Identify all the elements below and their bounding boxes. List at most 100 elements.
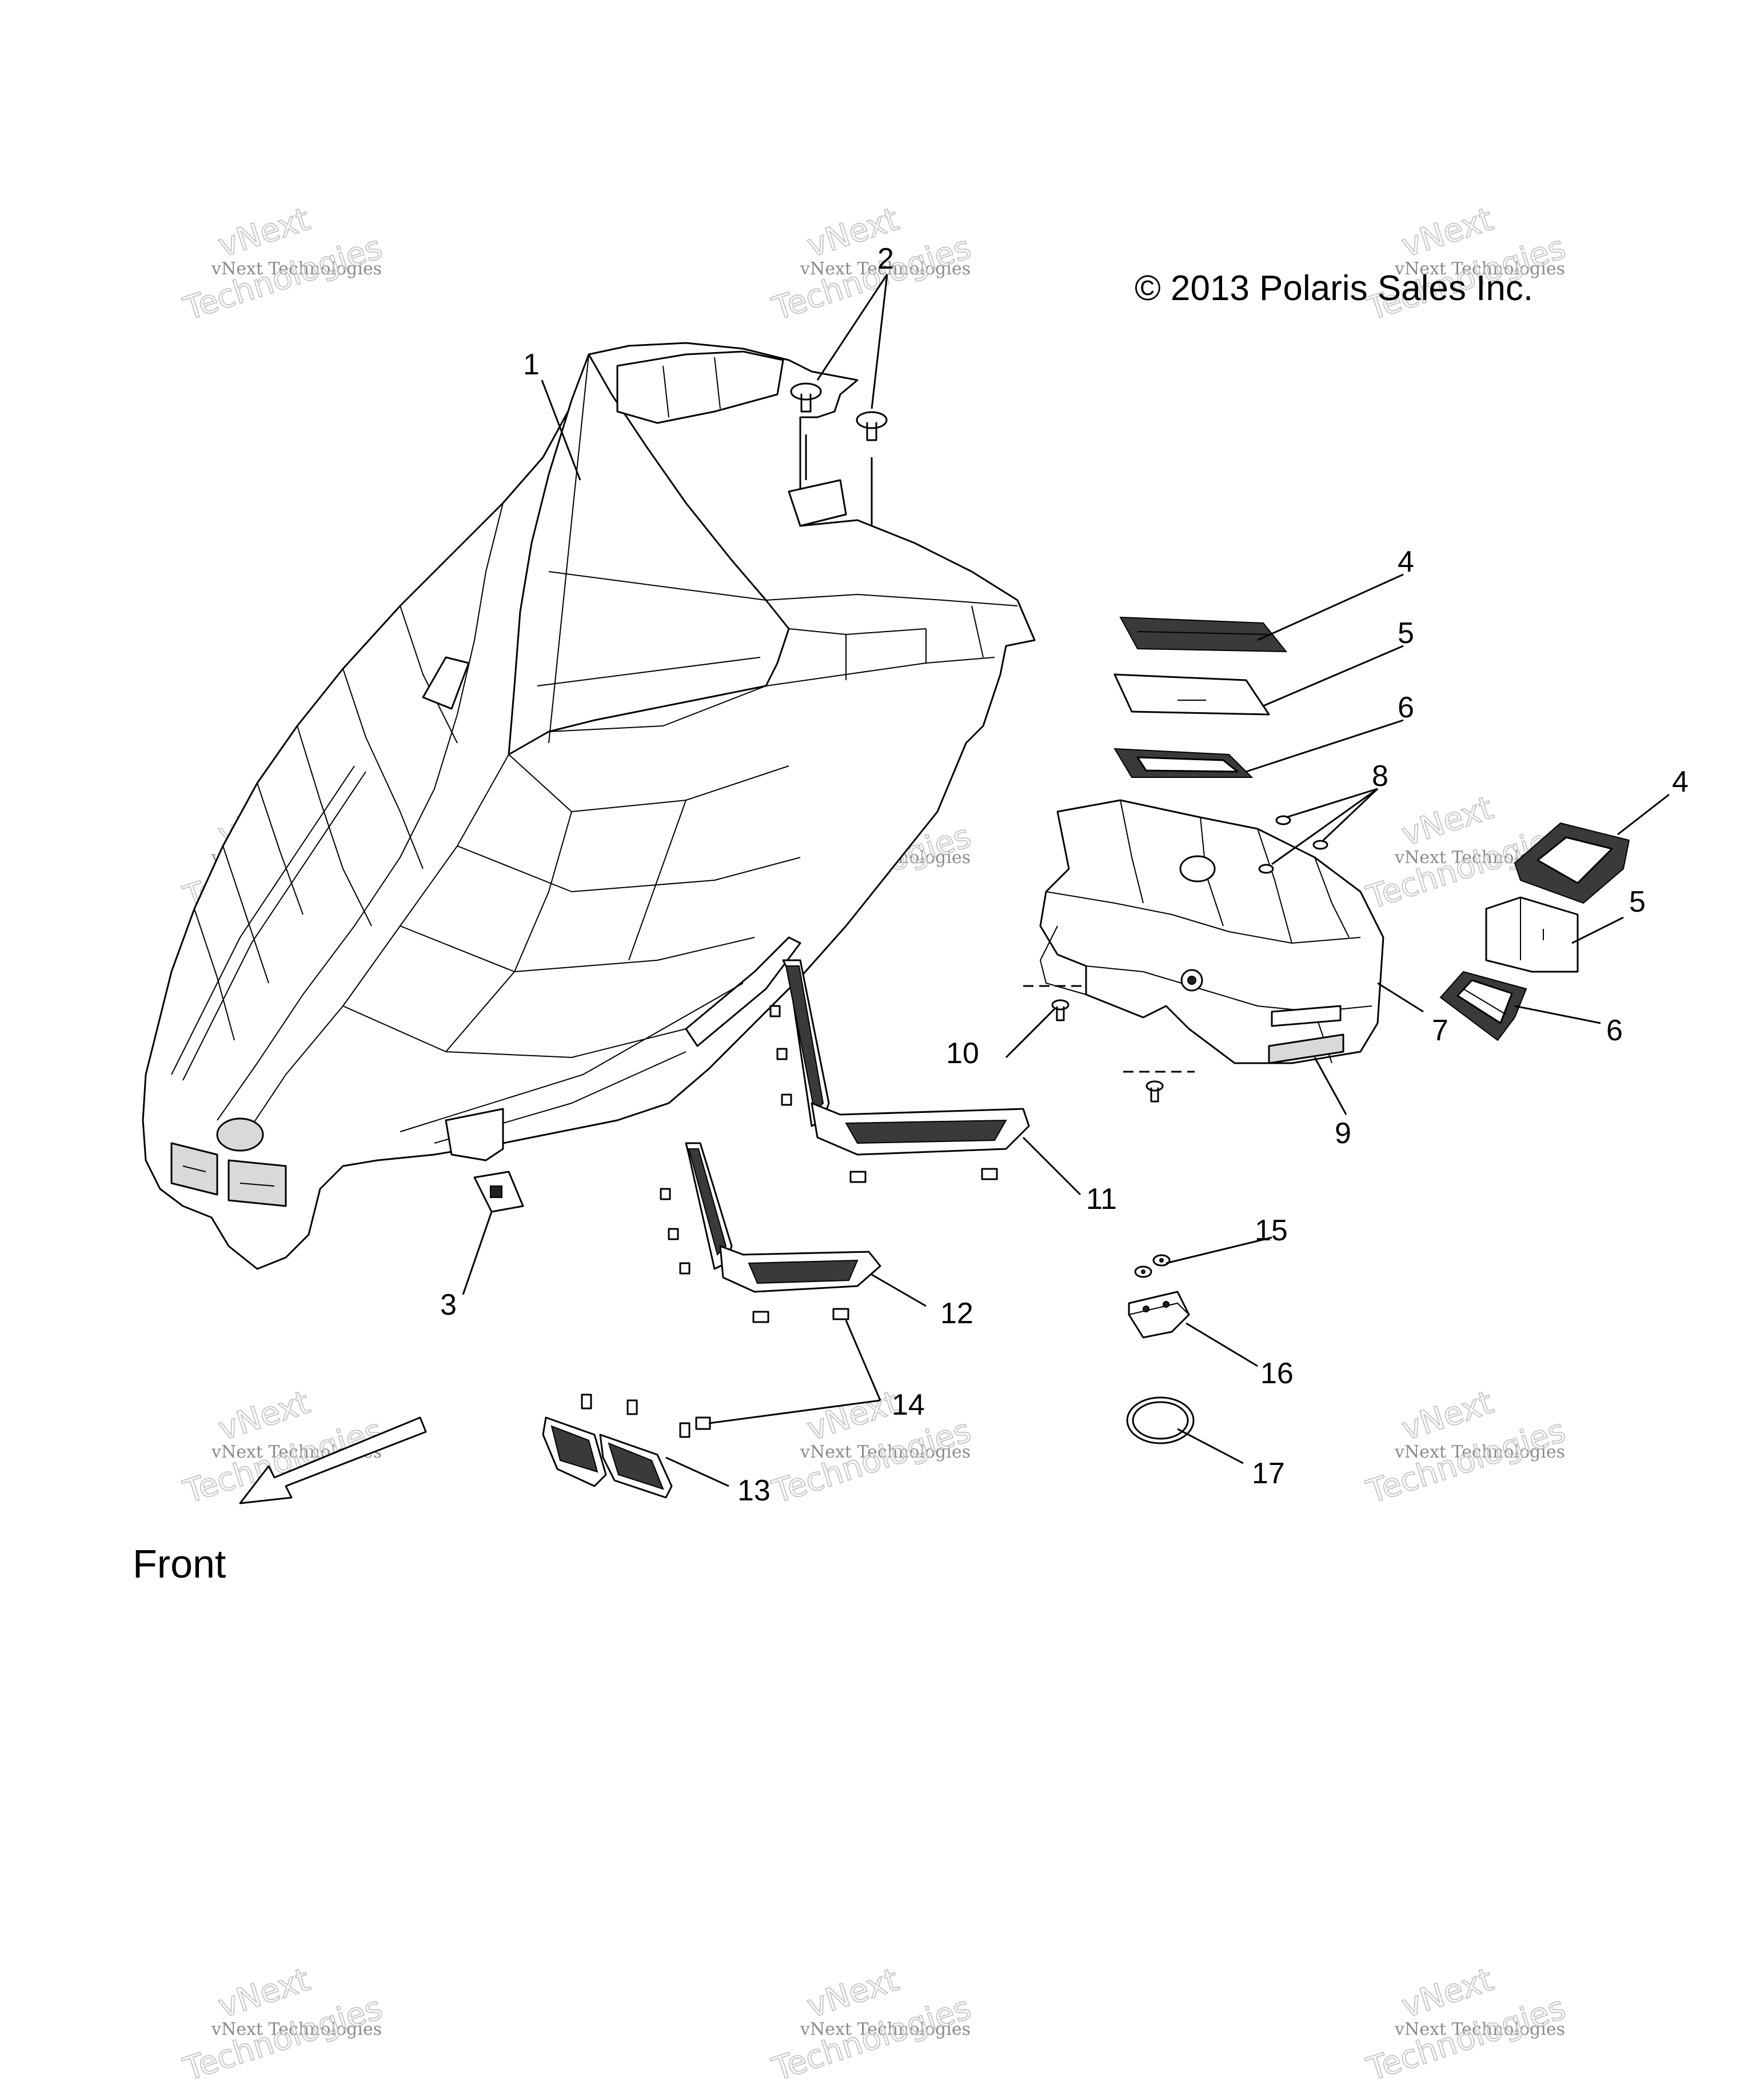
headlight-right — [228, 1159, 287, 1207]
grille-clip — [679, 1422, 691, 1438]
watermark: vNext vNext Technologies Technologies — [1362, 200, 1570, 329]
side-panel-line — [971, 605, 984, 658]
side-panel-line — [765, 657, 995, 686]
hood-side-strip-line — [171, 765, 355, 1075]
hood-center-line — [445, 811, 572, 1052]
callout-13: 13 — [737, 1474, 771, 1507]
side-panel-line — [765, 594, 1018, 606]
callout-3: 3 — [440, 1288, 457, 1322]
windshield-line — [548, 571, 767, 601]
grille-clip — [832, 1308, 849, 1320]
nuts-15 — [1134, 1254, 1171, 1278]
airbox-screws — [1258, 815, 1328, 874]
grille-clip — [679, 1262, 691, 1275]
callout-8: 8 — [1372, 760, 1388, 793]
hood-rail-line — [400, 983, 744, 1132]
filter-right — [1485, 896, 1579, 973]
nut — [1152, 1254, 1171, 1267]
filter-gasket-upper — [1114, 748, 1254, 778]
svg-text:vNext Technologies: vNext Technologies — [1394, 1442, 1565, 1462]
front-vent-grille — [542, 1394, 691, 1499]
clip-part — [473, 1171, 524, 1213]
hood-side-strip-line — [182, 771, 366, 1081]
side-vent-grille-11 — [769, 959, 1030, 1183]
svg-text:vNext Technologies: vNext Technologies — [800, 259, 971, 279]
callout-12: 12 — [940, 1297, 973, 1330]
watermark: vNext vNext Technologies Technologies — [178, 200, 387, 329]
hood-center-line — [508, 754, 789, 812]
front-arrow — [239, 1416, 427, 1504]
watermark: vNext vNext Technologies Technologies — [1362, 1961, 1570, 2089]
headlight-detail — [240, 1183, 275, 1187]
callout-1: 1 — [523, 348, 540, 381]
leader-lines — [462, 274, 1670, 1487]
watermark: vNext vNext Technologies Technologies — [1362, 1383, 1570, 1512]
bolts — [1023, 985, 1195, 1103]
left-panel-line — [257, 782, 304, 915]
hood-lower-rail — [685, 936, 801, 1047]
hood-center-line — [628, 800, 687, 961]
grille-clip — [776, 1048, 788, 1060]
hood-screws — [790, 382, 888, 526]
callout-5: 5 — [1398, 617, 1414, 650]
watermark: vNext vNext Technologies Technologies — [767, 1383, 976, 1512]
ring-17 — [1126, 1396, 1195, 1444]
hood-outline — [142, 342, 1036, 1270]
filter-upper — [1114, 673, 1270, 716]
bolt — [1051, 999, 1069, 1021]
grille-clip — [781, 1093, 792, 1106]
left-panel-line — [217, 502, 504, 1121]
left-panel-line — [400, 605, 458, 744]
callout-16: 16 — [1260, 1357, 1294, 1390]
callout-4: 4 — [1398, 545, 1414, 578]
left-panel-line — [222, 845, 269, 984]
callout-11: 11 — [1086, 1183, 1117, 1216]
svg-text:vNext Technologies: vNext Technologies — [1394, 259, 1565, 279]
filter-gasket-right — [1439, 971, 1527, 1041]
watermark: vNext vNext Technologies Technologies — [767, 200, 976, 329]
hood-mirror-mount — [788, 479, 847, 527]
grille-clip — [660, 1188, 671, 1200]
hood-lower-bracket — [445, 1108, 504, 1161]
grille-clip — [752, 1311, 769, 1323]
clips-14 — [695, 1416, 711, 1430]
callout-6-right: 6 — [1606, 1014, 1623, 1047]
airbox — [1039, 799, 1384, 1064]
callout-6: 6 — [1398, 691, 1414, 724]
svg-text:vNext Technologies: vNext Technologies — [211, 259, 382, 279]
windshield-line — [537, 657, 761, 686]
hood-emblem — [216, 1117, 264, 1152]
screw — [856, 411, 888, 441]
callout-15: 15 — [1255, 1214, 1288, 1247]
callout-17: 17 — [1252, 1457, 1285, 1490]
hood-center-line — [457, 845, 801, 892]
bolt — [1146, 1080, 1164, 1103]
watermark: vNext vNext Technologies Technologies — [178, 1961, 387, 2089]
screw — [1312, 840, 1328, 850]
screw — [1275, 815, 1291, 825]
hood-assembly — [142, 342, 1036, 1270]
callout-numbers: 1 2 3 4 5 6 7 8 9 10 11 12 13 14 15 16 1… — [440, 242, 1689, 1507]
hood-top-ridge — [616, 350, 784, 424]
side-vent-grille-12 — [660, 1142, 881, 1323]
hood-center-line — [342, 1005, 687, 1058]
svg-text:vNext Technologies: vNext Technologies — [211, 2019, 382, 2039]
hood-center-line — [548, 685, 767, 732]
screw — [790, 382, 822, 413]
grille-clip — [668, 1228, 679, 1240]
svg-text:vNext Technologies: vNext Technologies — [1394, 2019, 1565, 2039]
hood-side-strip — [422, 656, 470, 710]
grille-clip — [849, 1171, 867, 1183]
grille-clip — [581, 1394, 592, 1410]
nut — [1134, 1265, 1152, 1278]
callout-4-right: 4 — [1672, 765, 1689, 799]
foam-strip — [1268, 1005, 1344, 1064]
callout-5-right: 5 — [1629, 885, 1646, 919]
svg-text:vNext Technologies: vNext Technologies — [800, 2019, 971, 2039]
copyright-text: © 2013 Polaris Sales Inc. — [1135, 269, 1533, 308]
left-panel-line — [194, 908, 235, 1041]
grille-clip — [981, 1168, 998, 1180]
hood-ridge-line — [663, 365, 669, 418]
grille-clip — [769, 1005, 781, 1017]
